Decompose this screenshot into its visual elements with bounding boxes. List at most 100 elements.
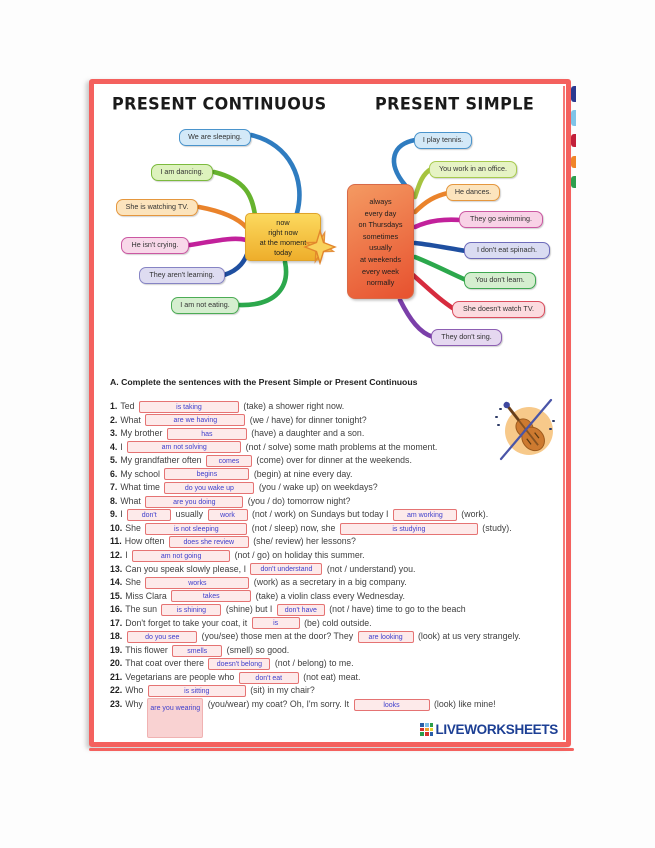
answer-input[interactable]: smells (172, 644, 223, 657)
sentence-text: (not / solve) some math problems at the … (243, 441, 438, 452)
sentence-text: I (120, 509, 126, 520)
answer-input[interactable]: takes (171, 590, 252, 603)
sentence-text: Why (125, 699, 146, 710)
mindmap-bubble: You don't learn. (464, 272, 536, 289)
answer-input[interactable]: don't have (276, 603, 325, 616)
mindmap-bubble: He dances. (446, 184, 500, 201)
answer-input[interactable]: begins (164, 468, 250, 481)
sentence-text: (work). (458, 509, 489, 520)
sentence-text: (sit) in my chair? (247, 685, 315, 696)
exercise-item: 16.The sun is shining (shine) but I don'… (110, 603, 568, 617)
mindmap-bubble: We are sleeping. (179, 129, 251, 146)
keyword: every day (364, 208, 397, 218)
item-number: 2. (110, 414, 118, 425)
exercise-item: 22.Who is sitting (sit) in my chair? (110, 684, 568, 698)
sentence-text: (not / work) on Sundays but today I (249, 509, 391, 520)
item-number: 8. (110, 495, 118, 506)
exercise-instruction: A. Complete the sentences with the Prese… (110, 377, 418, 387)
answer-input[interactable]: work (207, 509, 248, 522)
sentence-text: My grandfather often (120, 455, 204, 466)
mindmap-bubble: She doesn't watch TV. (452, 301, 545, 318)
answer-input[interactable]: is studying (339, 522, 478, 535)
item-number: 7. (110, 482, 118, 493)
exercise-item: 6.My school begins (begin) at nine every… (110, 468, 568, 482)
answer-input[interactable]: don't (127, 509, 172, 522)
answer-input[interactable]: is sitting (147, 685, 246, 698)
sentence-text: (be) cold outside. (301, 617, 372, 628)
sentence-text: (not / go) on holiday this summer. (232, 550, 365, 561)
answer-input[interactable]: are you doing (145, 495, 244, 508)
answer-input[interactable]: am not going (132, 549, 231, 562)
answer-input[interactable]: don't understand (250, 563, 323, 576)
item-number: 5. (110, 455, 118, 466)
keyword: always (369, 197, 392, 206)
liveworksheets-brand[interactable]: LIVEWORKSHEETS (420, 722, 558, 737)
sentence-text: (not eat) meat. (300, 671, 361, 682)
item-number: 17. (110, 617, 123, 628)
sentence-text: (study). (479, 522, 512, 533)
item-number: 10. (110, 522, 123, 533)
sentence-text: (she/ review) her lessons? (250, 536, 356, 547)
answer-input[interactable]: is not sleeping (145, 522, 248, 535)
exercise-item: 12.I am not going (not / go) on holiday … (110, 549, 568, 563)
mindmap-bubble: They aren't learning. (139, 267, 225, 284)
sentence-text: (smell) so good. (224, 644, 290, 655)
answer-input[interactable]: works (145, 576, 250, 589)
sentence-text: I (120, 441, 126, 452)
mindmap-bubble: They go swimming. (459, 211, 543, 228)
answer-input[interactable]: do you wake up (164, 481, 255, 494)
sentence-text: (shine) but I (223, 604, 275, 615)
item-number: 16. (110, 604, 123, 615)
answer-input[interactable]: doesn't belong (208, 658, 271, 671)
exercise-item: 15.Miss Clara takes (take) a violin clas… (110, 590, 568, 604)
answer-input[interactable]: does she review (168, 536, 249, 549)
answer-input[interactable]: comes (205, 454, 252, 467)
exercise-item: 1.Ted is taking (take) a shower right no… (110, 400, 568, 414)
sentence-text: What (120, 414, 144, 425)
violin-illustration (495, 398, 555, 461)
exercise-item: 18.do you see (you/see) those men at the… (110, 630, 568, 644)
sentence-text: That coat over there (125, 658, 207, 669)
clipped-bubble-fragment (571, 134, 576, 147)
answer-input[interactable]: looks (353, 698, 430, 711)
answer-input[interactable]: do you see (127, 630, 198, 643)
answer-input[interactable]: is (251, 617, 300, 630)
sentence-text: Don't forget to take your coat, it (125, 617, 250, 628)
answer-input[interactable]: am working (392, 509, 457, 522)
mindmap-bubble: They don't sing. (431, 329, 502, 346)
keyword: normally (366, 278, 395, 288)
clipped-bubble-fragment (571, 86, 576, 102)
answer-input[interactable]: is taking (138, 400, 239, 413)
clipped-bubble-fragment (571, 156, 576, 168)
exercise-item: 11.How often does she review (she/ revie… (110, 535, 568, 549)
sentence-text: Who (125, 685, 146, 696)
keyword: on Thursdays (358, 220, 403, 230)
present-continuous-title: PRESENT CONTINUOUS (112, 93, 327, 114)
clipped-bubble-fragment (571, 110, 576, 126)
keyword: right now (268, 228, 298, 237)
answer-input[interactable]: are you wearing (147, 698, 204, 739)
answer-input[interactable]: am not solving (127, 441, 242, 454)
item-number: 4. (110, 441, 118, 452)
mindmap-bubble: You work in an office. (429, 161, 517, 178)
sentence-text: usually (173, 509, 206, 520)
answer-input[interactable]: are we having (145, 414, 246, 427)
exercise-item: 8.What are you doing (you / do) tomorrow… (110, 495, 568, 509)
answer-input[interactable]: has (166, 427, 247, 440)
clipped-bubble-fragment (571, 176, 576, 188)
answer-input[interactable]: is shining (161, 603, 222, 616)
sentence-text: Vegetarians are people who (125, 671, 237, 682)
mindmap-bubble: He isn't crying. (121, 237, 189, 254)
item-number: 14. (110, 577, 123, 588)
exercise-item: 19.This flower smells (smell) so good. (110, 644, 568, 658)
answer-input[interactable]: are looking (357, 630, 414, 643)
sentence-text: Ted (120, 401, 137, 411)
item-number: 19. (110, 644, 123, 655)
item-number: 18. (110, 631, 123, 642)
sentence-text: I (125, 550, 131, 561)
exercise-items: 1.Ted is taking (take) a shower right no… (110, 400, 568, 739)
answer-input[interactable]: don't eat (238, 671, 299, 684)
sentence-text: (come) over for dinner at the weekends. (253, 455, 412, 466)
